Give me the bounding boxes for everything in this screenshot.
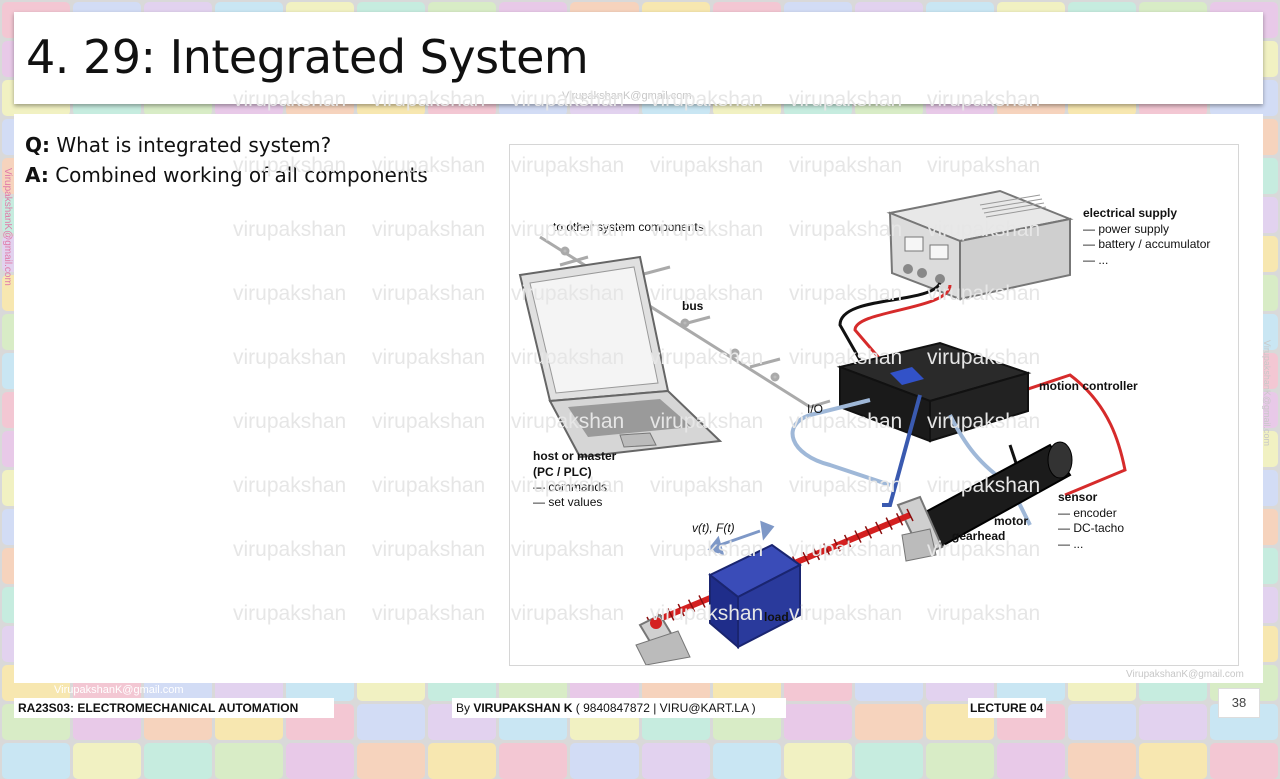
- label-motor: motor: [994, 514, 1028, 528]
- footer-author-prefix: By: [456, 701, 474, 715]
- end-bearing-icon: [635, 613, 691, 665]
- label-supply-title: electrical supply: [1083, 206, 1177, 220]
- label-sensor-title: sensor: [1058, 490, 1098, 504]
- integrated-system-diagram: to other system components bus I/O host …: [509, 144, 1239, 666]
- page-number: 38: [1218, 688, 1260, 718]
- screw-thread: [687, 599, 696, 613]
- background-tile: [712, 743, 781, 779]
- screw-thread: [864, 525, 873, 539]
- background-tile: [641, 743, 710, 779]
- background-tile: [1209, 743, 1278, 779]
- side-watermark-email-right: VirupakshanK@gmail.com: [1262, 340, 1272, 447]
- label-host-item1: — commands: [533, 480, 607, 494]
- laptop-icon: [518, 255, 723, 459]
- background-tile: [499, 743, 568, 779]
- label-to-other: to other system components: [553, 220, 704, 234]
- label-host-item2: — set values: [533, 495, 602, 509]
- screw-thread: [885, 517, 893, 530]
- footer-lecture: LECTURE 04: [968, 698, 1046, 718]
- background-tile: [144, 743, 213, 779]
- qa-block: Q: What is integrated system? A: Combine…: [25, 130, 428, 190]
- screw-thread: [698, 595, 706, 608]
- label-bus: bus: [682, 299, 704, 313]
- background-tile: [996, 743, 1065, 779]
- label-motion-controller: motion controller: [1039, 379, 1138, 393]
- screw-thread: [667, 608, 675, 621]
- background-tile: [854, 743, 923, 779]
- background-tile: [357, 704, 426, 740]
- background-tile: [1138, 743, 1207, 779]
- background-tile: [2, 743, 71, 779]
- slide-title: 4. 29: Integrated System: [26, 30, 589, 84]
- label-sensor-item3: — ...: [1058, 537, 1083, 551]
- motion-controller-icon: [836, 341, 1032, 443]
- label-host-title: host or master: [533, 449, 617, 463]
- background-tile: [925, 743, 994, 779]
- background-tile: [1067, 743, 1136, 779]
- footer-author: By VIRUPAKSHAN K ( 9840847872 | VIRU@KAR…: [452, 698, 786, 718]
- footer-author-contact: ( 9840847872 | VIRU@KART.LA ): [572, 701, 756, 715]
- answer-line: A: Combined working of all components: [25, 160, 428, 190]
- background-tile: [1138, 704, 1207, 740]
- slide-content: Q: What is integrated system? A: Combine…: [14, 114, 1263, 683]
- background-tile: [428, 743, 497, 779]
- screw-thread: [833, 538, 841, 552]
- background-tile: [286, 743, 355, 779]
- answer-label: A:: [25, 163, 49, 187]
- diagram-svg: to other system components bus I/O host …: [518, 189, 1210, 665]
- screw-thread: [823, 543, 831, 556]
- background-tile: [357, 743, 426, 779]
- title-bar: 4. 29: Integrated System: [14, 12, 1263, 104]
- screw-thread: [895, 512, 904, 526]
- label-io: I/O: [807, 402, 823, 416]
- label-load: load: [764, 610, 789, 624]
- label-vf: v(t), F(t): [692, 521, 735, 535]
- question-label: Q:: [25, 133, 50, 157]
- label-sensor-item1: — encoder: [1058, 506, 1117, 520]
- screw-thread: [875, 521, 883, 535]
- screw-thread: [812, 547, 821, 561]
- diagram-labels: to other system components bus I/O host …: [533, 206, 1210, 624]
- screw-thread: [802, 551, 810, 565]
- label-supply-item2: — battery / accumulator: [1083, 237, 1210, 251]
- footer-author-name: VIRUPAKSHAN K: [473, 701, 573, 715]
- question-text: What is integrated system?: [50, 133, 332, 157]
- background-tile: [1067, 704, 1136, 740]
- label-gearhead: gearhead: [952, 529, 1005, 543]
- background-tile: [215, 743, 284, 779]
- label-sensor-item2: — DC-tacho: [1058, 521, 1124, 535]
- title-watermark-email: VirupakshanK@gmail.com: [562, 90, 692, 102]
- side-watermark-email-left: VirupakshanK@gmail.com: [2, 168, 13, 286]
- background-tile: [570, 743, 639, 779]
- footer-course-text: RA23S03: ELECTROMECHANICAL AUTOMATION: [18, 701, 299, 715]
- label-supply-item1: — power supply: [1083, 222, 1169, 236]
- background-tile: [854, 704, 923, 740]
- screw-thread: [854, 530, 862, 543]
- label-supply-item3: — ...: [1083, 253, 1108, 267]
- footer-course: RA23S03: ELECTROMECHANICAL AUTOMATION: [14, 698, 334, 718]
- background-tile: [783, 743, 852, 779]
- power-supply-icon: [886, 189, 1074, 301]
- screw-thread: [843, 534, 852, 548]
- load-block-icon: [708, 543, 802, 650]
- footer-email-right: VirupakshanK@gmail.com: [1126, 669, 1244, 680]
- screw-thread: [677, 603, 685, 617]
- motion-arrow-icon: [707, 520, 775, 556]
- motor-icon: [896, 441, 1073, 562]
- answer-text: Combined working of all components: [48, 163, 428, 187]
- background-tile: [73, 743, 142, 779]
- background-tile: [783, 704, 852, 740]
- footer-lecture-text: LECTURE 04: [970, 701, 1044, 715]
- question-line: Q: What is integrated system?: [25, 130, 428, 160]
- screw-thread: [906, 508, 914, 522]
- label-host-sub: (PC / PLC): [533, 465, 592, 479]
- footer-email-left: VirupakshanK@gmail.com: [54, 684, 184, 696]
